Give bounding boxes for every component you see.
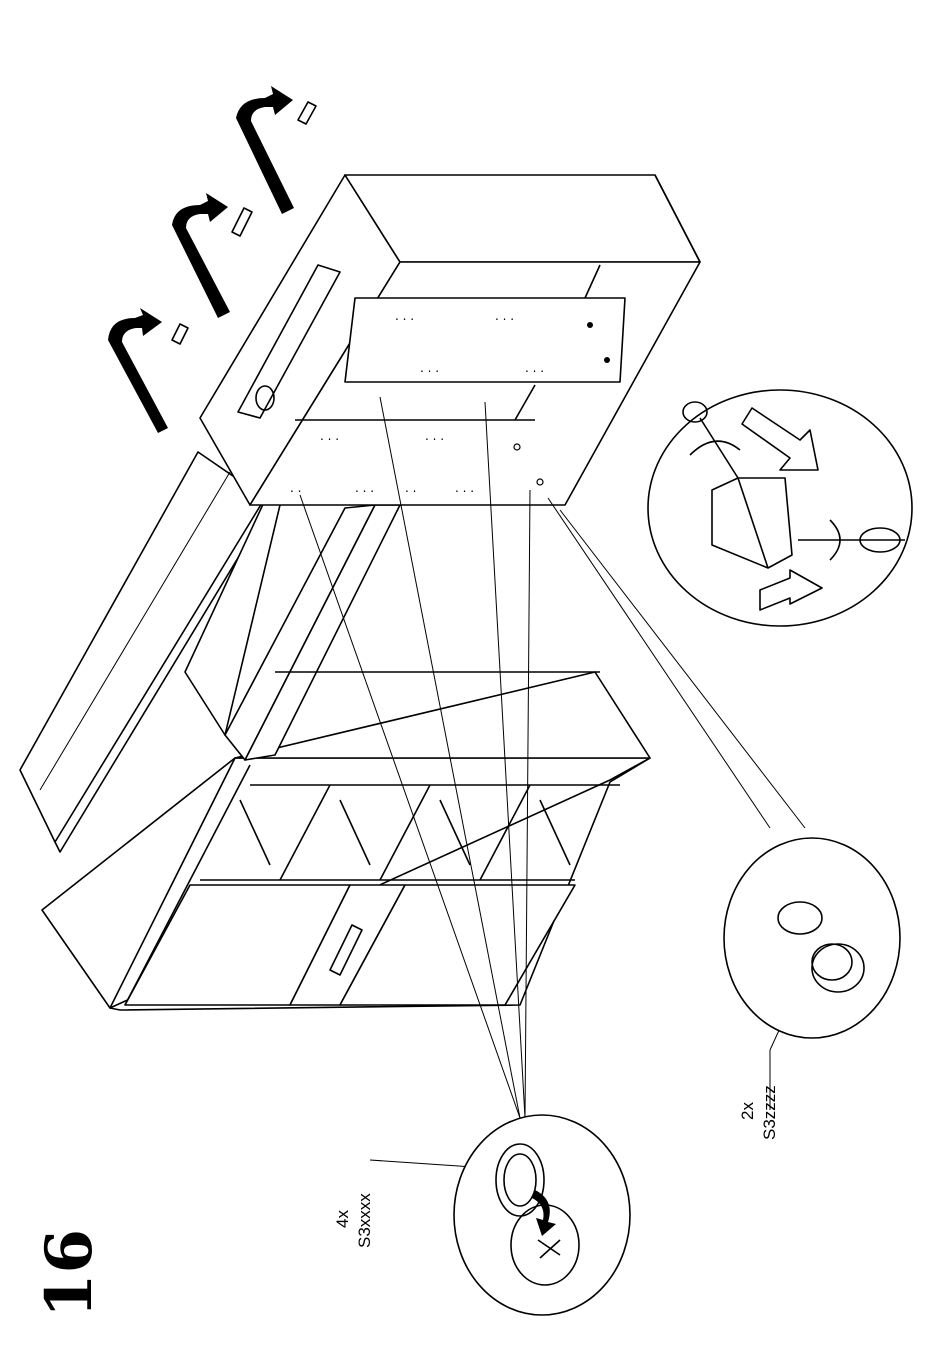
- svg-text:. . .: . . .: [425, 429, 444, 443]
- svg-text:. . .: . . .: [455, 481, 474, 495]
- callout-qty-cover-cap: 2x: [738, 1102, 757, 1120]
- callout-code-cover-cap: S3zzzz: [760, 1085, 779, 1140]
- cover-cap-detail: [724, 838, 900, 1038]
- svg-text:. . .: . . .: [355, 481, 374, 495]
- callout-code-cam-lock: S3xxxx: [355, 1193, 374, 1248]
- svg-text:. . .: . . .: [495, 309, 514, 323]
- svg-text:. . .: . . .: [320, 429, 339, 443]
- cam-lock-detail: [454, 1115, 630, 1315]
- step-number: 16: [38, 1229, 102, 1318]
- cube-shelf-unit: [42, 672, 650, 1010]
- callout-qty-cam-lock: 4x: [333, 1210, 352, 1228]
- adjustment-detail: [648, 390, 912, 626]
- svg-text:. .: . .: [290, 481, 301, 495]
- svg-text:. . .: . . .: [395, 309, 414, 323]
- upper-cabinet: . . . . . . . . . . . . . . . . . . . . …: [200, 175, 700, 505]
- svg-text:. . .: . . .: [420, 361, 439, 375]
- svg-text:. .: . .: [405, 481, 416, 495]
- svg-text:. . .: . . .: [525, 361, 544, 375]
